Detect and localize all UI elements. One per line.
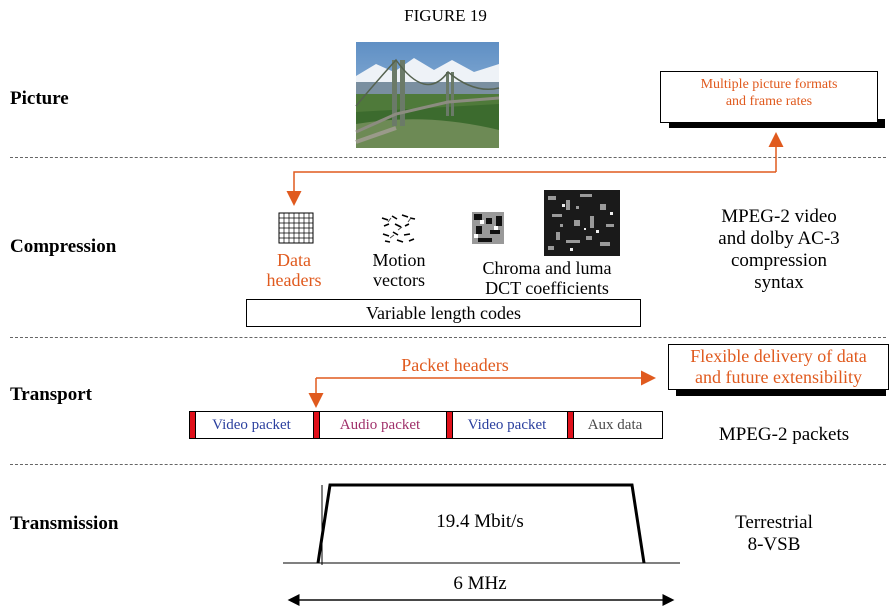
luma-dct-icon — [544, 190, 620, 256]
compression-side-line2: and dolby AC-3 — [718, 228, 840, 249]
flex-delivery-box: Flexible delivery of data and future ext… — [668, 344, 889, 390]
video-packet-2: Video packet — [446, 411, 568, 439]
aux-data-packet: Aux data — [567, 411, 663, 439]
divider-picture-compression — [10, 157, 886, 158]
layer-label-transport: Transport — [10, 384, 92, 405]
flex-delivery-line2: and future extensibility — [695, 367, 862, 387]
packet-header-bar — [189, 411, 196, 439]
packet-headers-label: Packet headers — [401, 355, 509, 375]
audio-packet-label: Audio packet — [339, 416, 421, 433]
dct-line1: Chroma and luma — [482, 258, 612, 278]
grid-icon — [278, 212, 314, 244]
data-rate-label: 19.4 Mbit/s — [436, 511, 524, 532]
divider-transport-transmission — [10, 464, 886, 465]
motion-vectors-label: Motion vectors — [362, 250, 436, 290]
motion-vectors-icon — [380, 212, 418, 244]
packet-header-bar — [567, 411, 574, 439]
motion-vectors-line1: Motion — [372, 250, 426, 270]
layer-label-picture: Picture — [10, 88, 69, 109]
dct-label: Chroma and luma DCT coefficients — [462, 258, 632, 298]
compression-side-text: MPEG-2 video and dolby AC-3 compression … — [694, 206, 864, 294]
divider-compression-transport — [10, 337, 886, 338]
motion-vectors-line2: vectors — [373, 270, 425, 290]
bandwidth-label: 6 MHz — [453, 573, 507, 594]
picture-formats-line1: Multiple picture formats — [700, 77, 838, 92]
flex-box-shadow — [676, 386, 886, 396]
data-headers-line2: headers — [266, 270, 322, 290]
packet-header-bar — [313, 411, 320, 439]
vlc-box: Variable length codes — [246, 299, 641, 327]
transport-side-text: MPEG-2 packets — [718, 424, 850, 445]
transmission-side-line2: 8-VSB — [747, 534, 801, 555]
transmission-side-text: Terrestrial 8-VSB — [694, 512, 854, 556]
flex-delivery-line1: Flexible delivery of data — [690, 346, 867, 366]
picture-formats-line2: and frame rates — [725, 94, 813, 109]
chroma-icon — [472, 212, 504, 244]
picture-formats-box-shadow — [669, 119, 885, 128]
data-headers-line1: Data — [277, 250, 311, 270]
data-headers-label: Data headers — [262, 250, 326, 290]
picture-formats-box: Multiple picture formats and frame rates — [660, 71, 878, 123]
video-packet-1-label: Video packet — [212, 416, 291, 433]
compression-side-line3: compression — [730, 250, 828, 271]
video-packet-2-label: Video packet — [467, 416, 547, 433]
packet-header-bar — [446, 411, 453, 439]
dct-line2: DCT coefficients — [485, 278, 609, 298]
layer-label-transmission: Transmission — [10, 513, 119, 534]
video-packet-1: Video packet — [189, 411, 314, 439]
layer-label-compression: Compression — [10, 236, 117, 257]
audio-packet: Audio packet — [313, 411, 447, 439]
compression-side-line1: MPEG-2 video — [721, 206, 837, 227]
figure-title: FIGURE 19 — [404, 6, 487, 25]
aux-data-label: Aux data — [587, 416, 643, 433]
compression-side-line4: syntax — [754, 272, 804, 293]
transmission-side-line1: Terrestrial — [735, 512, 813, 533]
